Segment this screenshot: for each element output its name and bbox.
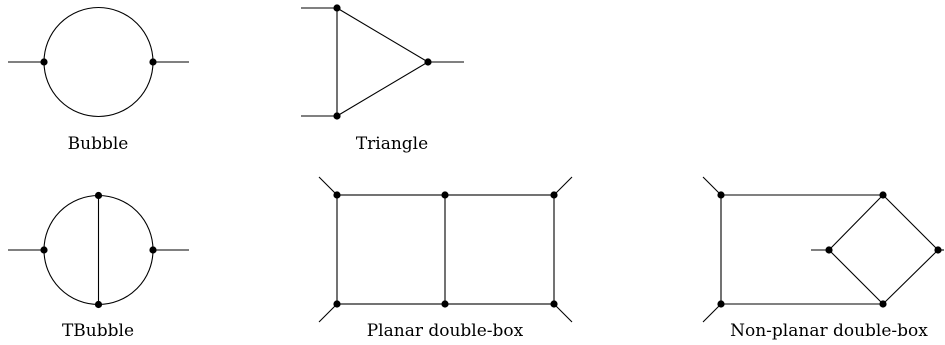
vertex-dot xyxy=(441,300,449,308)
vertex-dot xyxy=(333,191,341,199)
nonplanar-double-box-diagram: Non-planar double-box xyxy=(702,176,944,341)
vertex-dot xyxy=(333,4,341,12)
outer-propagators xyxy=(720,194,883,305)
vertex-dot xyxy=(550,300,558,308)
tbubble-diagram: TBubble xyxy=(8,191,189,341)
crossed-diamond xyxy=(828,194,939,305)
triangle-loop xyxy=(336,7,430,117)
triangle-diagram: Triangle xyxy=(301,4,464,154)
vertex-dot xyxy=(550,191,558,199)
vertex-dot xyxy=(40,246,48,254)
bubble-caption: Bubble xyxy=(68,134,129,154)
vertex-dot xyxy=(825,246,833,254)
vertex-dot xyxy=(424,58,432,66)
external-leg xyxy=(318,176,338,196)
planar-caption: Planar double-box xyxy=(367,321,524,341)
vertex-dot xyxy=(717,191,725,199)
planar-double-box-diagram: Planar double-box xyxy=(318,176,573,341)
vertex-dot xyxy=(40,58,48,66)
external-leg xyxy=(318,303,338,323)
external-leg xyxy=(553,176,573,196)
vertex-dot xyxy=(94,191,103,200)
bubble-diagram: Bubble xyxy=(8,6,189,154)
vertex-dot xyxy=(149,246,157,254)
vertex-dot xyxy=(879,191,887,199)
vertex-dot xyxy=(717,300,725,308)
external-leg xyxy=(702,303,722,323)
vertex-dot xyxy=(94,300,103,309)
external-leg xyxy=(553,303,573,323)
nonplanar-caption: Non-planar double-box xyxy=(730,321,928,341)
triangle-caption: Triangle xyxy=(356,134,428,154)
tbubble-caption: TBubble xyxy=(62,321,134,341)
vertex-dot xyxy=(333,300,341,308)
loop-circle xyxy=(43,6,154,118)
vertex-dot xyxy=(879,300,887,308)
vertex-dot xyxy=(333,112,341,120)
vertex-dot xyxy=(149,58,157,66)
vertex-dot xyxy=(934,246,942,254)
vertex-dot xyxy=(441,191,449,199)
external-leg xyxy=(702,176,722,196)
